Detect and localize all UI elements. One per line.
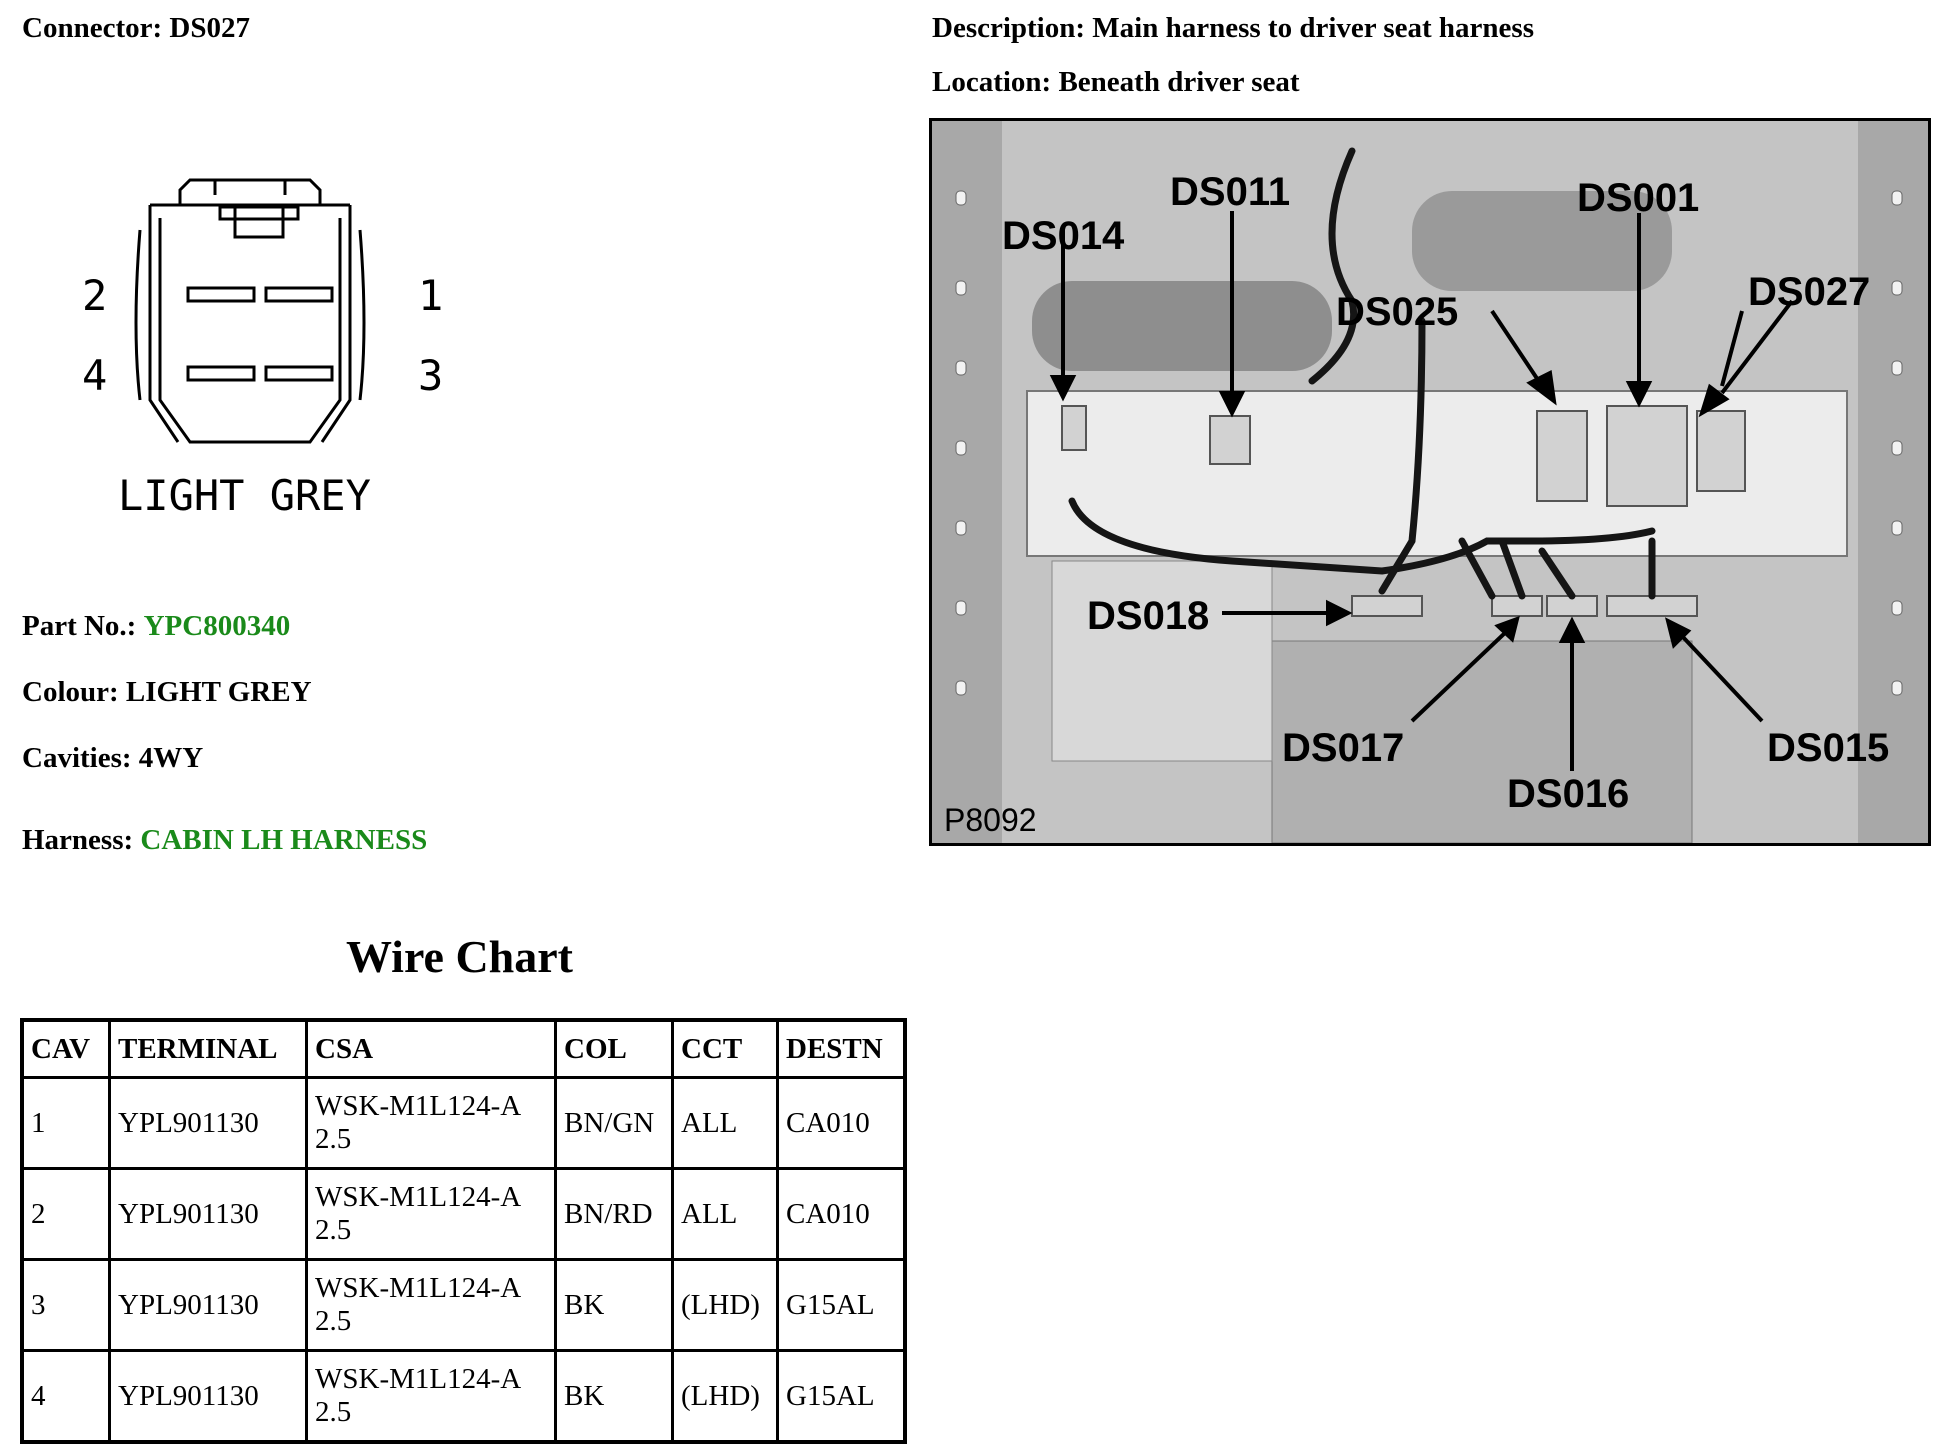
callout-ds027: DS027 [1748,270,1870,314]
cell-csa-spec: WSK-M1L124-A [315,1363,522,1395]
callout-ds018: DS018 [1087,594,1209,638]
cell-col: BN/RD [554,1167,674,1261]
callout-ds016: DS016 [1507,772,1629,816]
cell-terminal: YPL901130 [108,1167,308,1261]
header-destn: DESTN [776,1018,907,1079]
cell-terminal: YPL901130 [108,1258,308,1352]
cell-cct: ALL [671,1076,779,1170]
location-line: Location: Beneath driver seat [932,66,1300,99]
pin-label-3: 3 [418,351,443,400]
cell-csa-size: 2.5 [315,1214,352,1246]
photo-reference: P8092 [944,802,1037,838]
connector-value: DS027 [169,12,250,44]
callout-ds014: DS014 [1002,214,1125,258]
cell-csa-spec: WSK-M1L124-A [315,1272,522,1304]
connector-face-diagram: 2 1 4 3 LIGHT GREY [82,178,443,520]
connector-label: Connector: [22,12,163,44]
cell-csa-spec: WSK-M1L124-A [315,1090,522,1122]
colour-label: Colour: [22,676,119,708]
cell-cav: 1 [20,1076,111,1170]
header-csa: CSA [305,1018,557,1079]
cell-col: BK [554,1258,674,1352]
colour-line: Colour: LIGHT GREY [22,676,312,709]
pin-label-1: 1 [418,271,443,320]
cell-csa-size: 2.5 [315,1123,352,1155]
callout-ds015: DS015 [1767,726,1889,770]
wire-chart-title: Wire Chart [346,931,573,982]
location-value: Beneath driver seat [1058,66,1300,98]
callout-ds017: DS017 [1282,726,1404,770]
pin-label-4: 4 [82,351,107,400]
cell-csa-spec: WSK-M1L124-A [315,1181,522,1213]
callout-ds011: DS011 [1170,170,1290,214]
header-cav: CAV [20,1018,111,1079]
harness-label: Harness: [22,824,134,856]
description-line: Description: Main harness to driver seat… [932,12,1534,45]
wire-chart-header-row: CAV TERMINAL CSA COL CCT DESTN [20,1018,907,1079]
cell-terminal: YPL901130 [108,1076,308,1170]
description-value: Main harness to driver seat harness [1092,12,1534,44]
cavities-line: Cavities: 4WY [22,742,203,775]
location-photo: DS011 DS001 DS014 DS025 DS027 DS018 DS01… [929,118,1931,846]
header-col: COL [554,1018,674,1079]
cell-col: BN/GN [554,1076,674,1170]
cell-csa-size: 2.5 [315,1305,352,1337]
cavities-value: 4WY [138,742,204,774]
callout-ds025: DS025 [1336,290,1458,334]
cell-cav: 2 [20,1167,111,1261]
cell-cct: ALL [671,1167,779,1261]
header-cct: CCT [671,1018,779,1079]
cell-cct: (LHD) [671,1258,779,1352]
part-number-label: Part No.: [22,610,137,642]
pin-label-2: 2 [82,271,107,320]
cell-destn: G15AL [776,1258,907,1352]
cavities-label: Cavities: [22,742,132,774]
cell-cav: 3 [20,1258,111,1352]
location-photo-drawing: DS011 DS001 DS014 DS025 DS027 DS018 DS01… [932,121,1928,843]
connector-colour-caption: LIGHT GREY [118,471,371,520]
cell-col: BK [554,1349,674,1444]
cell-csa-size: 2.5 [315,1396,352,1428]
description-label: Description: [932,12,1086,44]
cell-destn: CA010 [776,1167,907,1261]
wire-chart-table: CAV TERMINAL CSA COL CCT DESTN 1 YPL9011… [20,1018,907,1444]
part-number-line: Part No.: YPC800340 [22,610,290,643]
harness-line: Harness: CABIN LH HARNESS [22,824,427,857]
callout-ds001: DS001 [1577,176,1699,220]
part-number-link[interactable]: YPC800340 [143,610,291,642]
cell-terminal: YPL901130 [108,1349,308,1444]
cell-destn: G15AL [776,1349,907,1444]
location-label: Location: [932,66,1052,98]
colour-value: LIGHT GREY [125,676,312,708]
cell-destn: CA010 [776,1076,907,1170]
harness-link[interactable]: CABIN LH HARNESS [140,824,428,856]
cell-cav: 4 [20,1349,111,1444]
connector-line: Connector: DS027 [22,12,250,45]
header-terminal: TERMINAL [108,1018,308,1079]
cell-cct: (LHD) [671,1349,779,1444]
